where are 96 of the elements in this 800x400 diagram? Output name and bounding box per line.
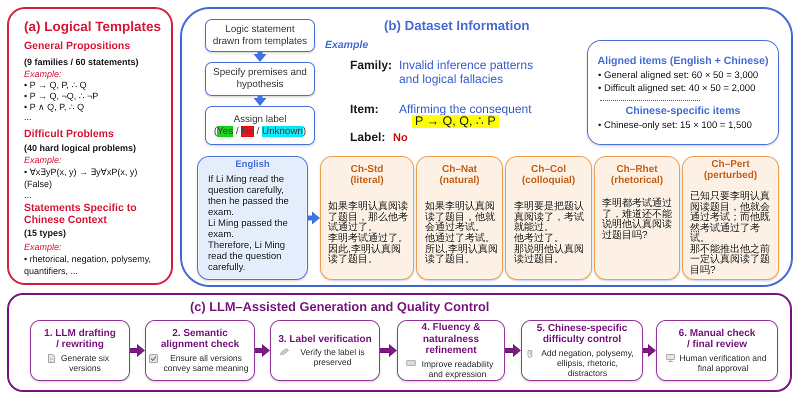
arrow — [130, 344, 145, 357]
count-item: • Chinese-only set: 15 × 100 = 1,500 — [598, 121, 753, 132]
label-value: No — [393, 132, 408, 145]
label-options: (Yes / No / Unknown) — [212, 126, 308, 138]
step-text: Assign label — [232, 114, 288, 126]
example-sentence: 李明考试通过了。 — [328, 234, 409, 244]
step-box — [521, 320, 643, 381]
arrow — [380, 344, 397, 357]
template-panel — [7, 7, 173, 285]
section-heading: Difficult Problems — [24, 128, 115, 140]
panel-title: (a) Logical Templates — [24, 19, 162, 35]
field-label: Item: — [350, 103, 379, 117]
arrow — [254, 52, 266, 62]
section-heading: Statements Specific to Chinese Context — [24, 202, 138, 226]
ellipsis: ... — [24, 191, 33, 199]
card-title: Ch-Std (literal) — [349, 164, 385, 186]
example-card — [505, 156, 592, 280]
formula-item: • P → Q, P, ∴ Q — [24, 80, 88, 91]
summary-box — [587, 40, 779, 145]
summary-heading: Aligned items (English + Chinese) — [596, 55, 770, 68]
example-sentence: If Li Ming read the question carefully, then he passed the exam. — [208, 174, 290, 218]
example-card — [197, 156, 308, 280]
section-heading: General Propositions — [24, 40, 132, 52]
step-title: 3. Label verification — [277, 334, 373, 346]
example-label: Example: — [24, 155, 63, 166]
step-description: Add negation, polysemy, ellipsis, rhetoric, distractors — [540, 348, 635, 378]
example-sentence: 那不能推出他之前一定认真阅读了题目吗? — [690, 244, 771, 276]
example-sentence: 李明都考试通过了，难道还不能说明他认真阅读过题目吗? — [602, 199, 673, 242]
example-card — [594, 156, 680, 280]
card-title: Ch–Nat (natural) — [438, 164, 480, 186]
field-value: Affirming the consequent — [399, 103, 532, 116]
example-label: Example: — [24, 242, 63, 253]
arrow — [255, 344, 270, 357]
example-sentence: Therefore, Li Ming read the question carefully. — [208, 240, 286, 274]
count-note: (40 hard logical problems) — [24, 143, 138, 154]
field-label: Label: — [350, 131, 386, 145]
step-description: Verify the label is preserved — [299, 347, 366, 368]
example-sentence: 他考过了。 — [514, 234, 564, 244]
count-item: • Difficult aligned set: 40 × 50 = 2,000 — [598, 84, 756, 95]
arrow — [254, 96, 266, 106]
panel-title: (b) Dataset Information — [384, 19, 530, 33]
process-box — [205, 19, 315, 52]
step-description: Improve readability and expression — [420, 358, 494, 379]
example-sentence: 他通过了考试。 — [425, 234, 495, 244]
process-box — [205, 106, 315, 145]
card-title: Ch–Rhet (rhetorical) — [610, 164, 664, 186]
count-note: (9 families / 60 statements) — [24, 57, 140, 68]
example-sentence: 李明要是把题认真阅读了，考试就能过。 — [514, 202, 585, 234]
step-box — [397, 320, 505, 381]
step-description: Human verification and final approval — [678, 352, 768, 374]
example-sentence: 如果李明认真阅读了题目，那么他考试通过了。 — [328, 202, 409, 234]
step-title: 6. Manual check / final review — [678, 328, 756, 351]
step-box — [656, 320, 778, 381]
step-title: 5. Chinese-specific difficulty control — [536, 322, 628, 346]
ellipsis: ... — [24, 113, 33, 121]
step-text: Logic statement drawn from templates — [212, 24, 308, 48]
example-card — [416, 156, 503, 280]
arrow — [505, 344, 521, 357]
example-sentence: 已知只要李明认真阅读题目，他就会通过考试；而他既然考试通过了考试。 — [690, 192, 771, 244]
example-label: Example — [325, 39, 368, 52]
example-card — [682, 156, 779, 280]
panel-title: (c) LLM–Assisted Generation and Quality Control — [190, 300, 490, 315]
example-sentence: 所以,李明认真阅读了题目。 — [425, 244, 499, 266]
example-label: Example: — [24, 69, 63, 80]
step-box — [30, 320, 130, 381]
arrow — [643, 344, 656, 357]
formula-item: • ∀x∃yP(x, y) → ∃y∀xP(x, y) (False) — [24, 167, 138, 190]
step-box — [145, 320, 255, 381]
step-text: Specify premises and hypothesis — [212, 67, 308, 91]
step-title: 1. LLM drafting / rewriting — [43, 328, 117, 351]
example-sentence: Li Ming passed the exam. — [208, 218, 289, 240]
example-sentence: 因此,李明认真阅读了题目。 — [328, 244, 402, 266]
dataset-panel — [180, 7, 793, 287]
highlighted-formula: P → Q, Q, ∴ P — [412, 115, 499, 128]
summary-heading: Chinese-specific items — [624, 105, 742, 118]
field-label: Family: — [350, 59, 392, 73]
step-description: Ensure all versions convey same meaning — [162, 352, 250, 374]
formula-item: • P ∧ Q, P, ∴ Q — [24, 102, 86, 113]
card-title: Ch–Pert (perturbed) — [702, 159, 758, 181]
example-card — [320, 156, 414, 280]
process-box — [205, 62, 315, 96]
step-box — [270, 320, 380, 381]
step-description: Generate six versions — [60, 352, 110, 374]
formula-item: • P → Q, ¬Q, ∴ ¬P — [24, 91, 100, 102]
example-item: • rhetorical, negation, polysemy, quantifiers, ... — [24, 253, 152, 277]
step-title: 2. Semantic alignment check — [160, 328, 240, 351]
count-item: • General aligned set: 60 × 50 = 3,000 — [598, 71, 760, 82]
card-title: Ch–Col (colloquial) — [520, 164, 576, 186]
card-title: English — [234, 160, 271, 171]
workflow-panel — [7, 293, 792, 392]
arrow — [308, 212, 320, 224]
example-sentence: 那说明他认真阅读过题目。 — [514, 244, 585, 266]
field-value: Invalid inference patterns and logical fallacies — [399, 59, 534, 87]
count-note: (15 types) — [24, 228, 68, 239]
step-title: 4. Fluency & naturalness refinement — [420, 322, 482, 357]
example-sentence: 如果李明认真阅读了题目，他就会通过考试。 — [425, 202, 496, 234]
